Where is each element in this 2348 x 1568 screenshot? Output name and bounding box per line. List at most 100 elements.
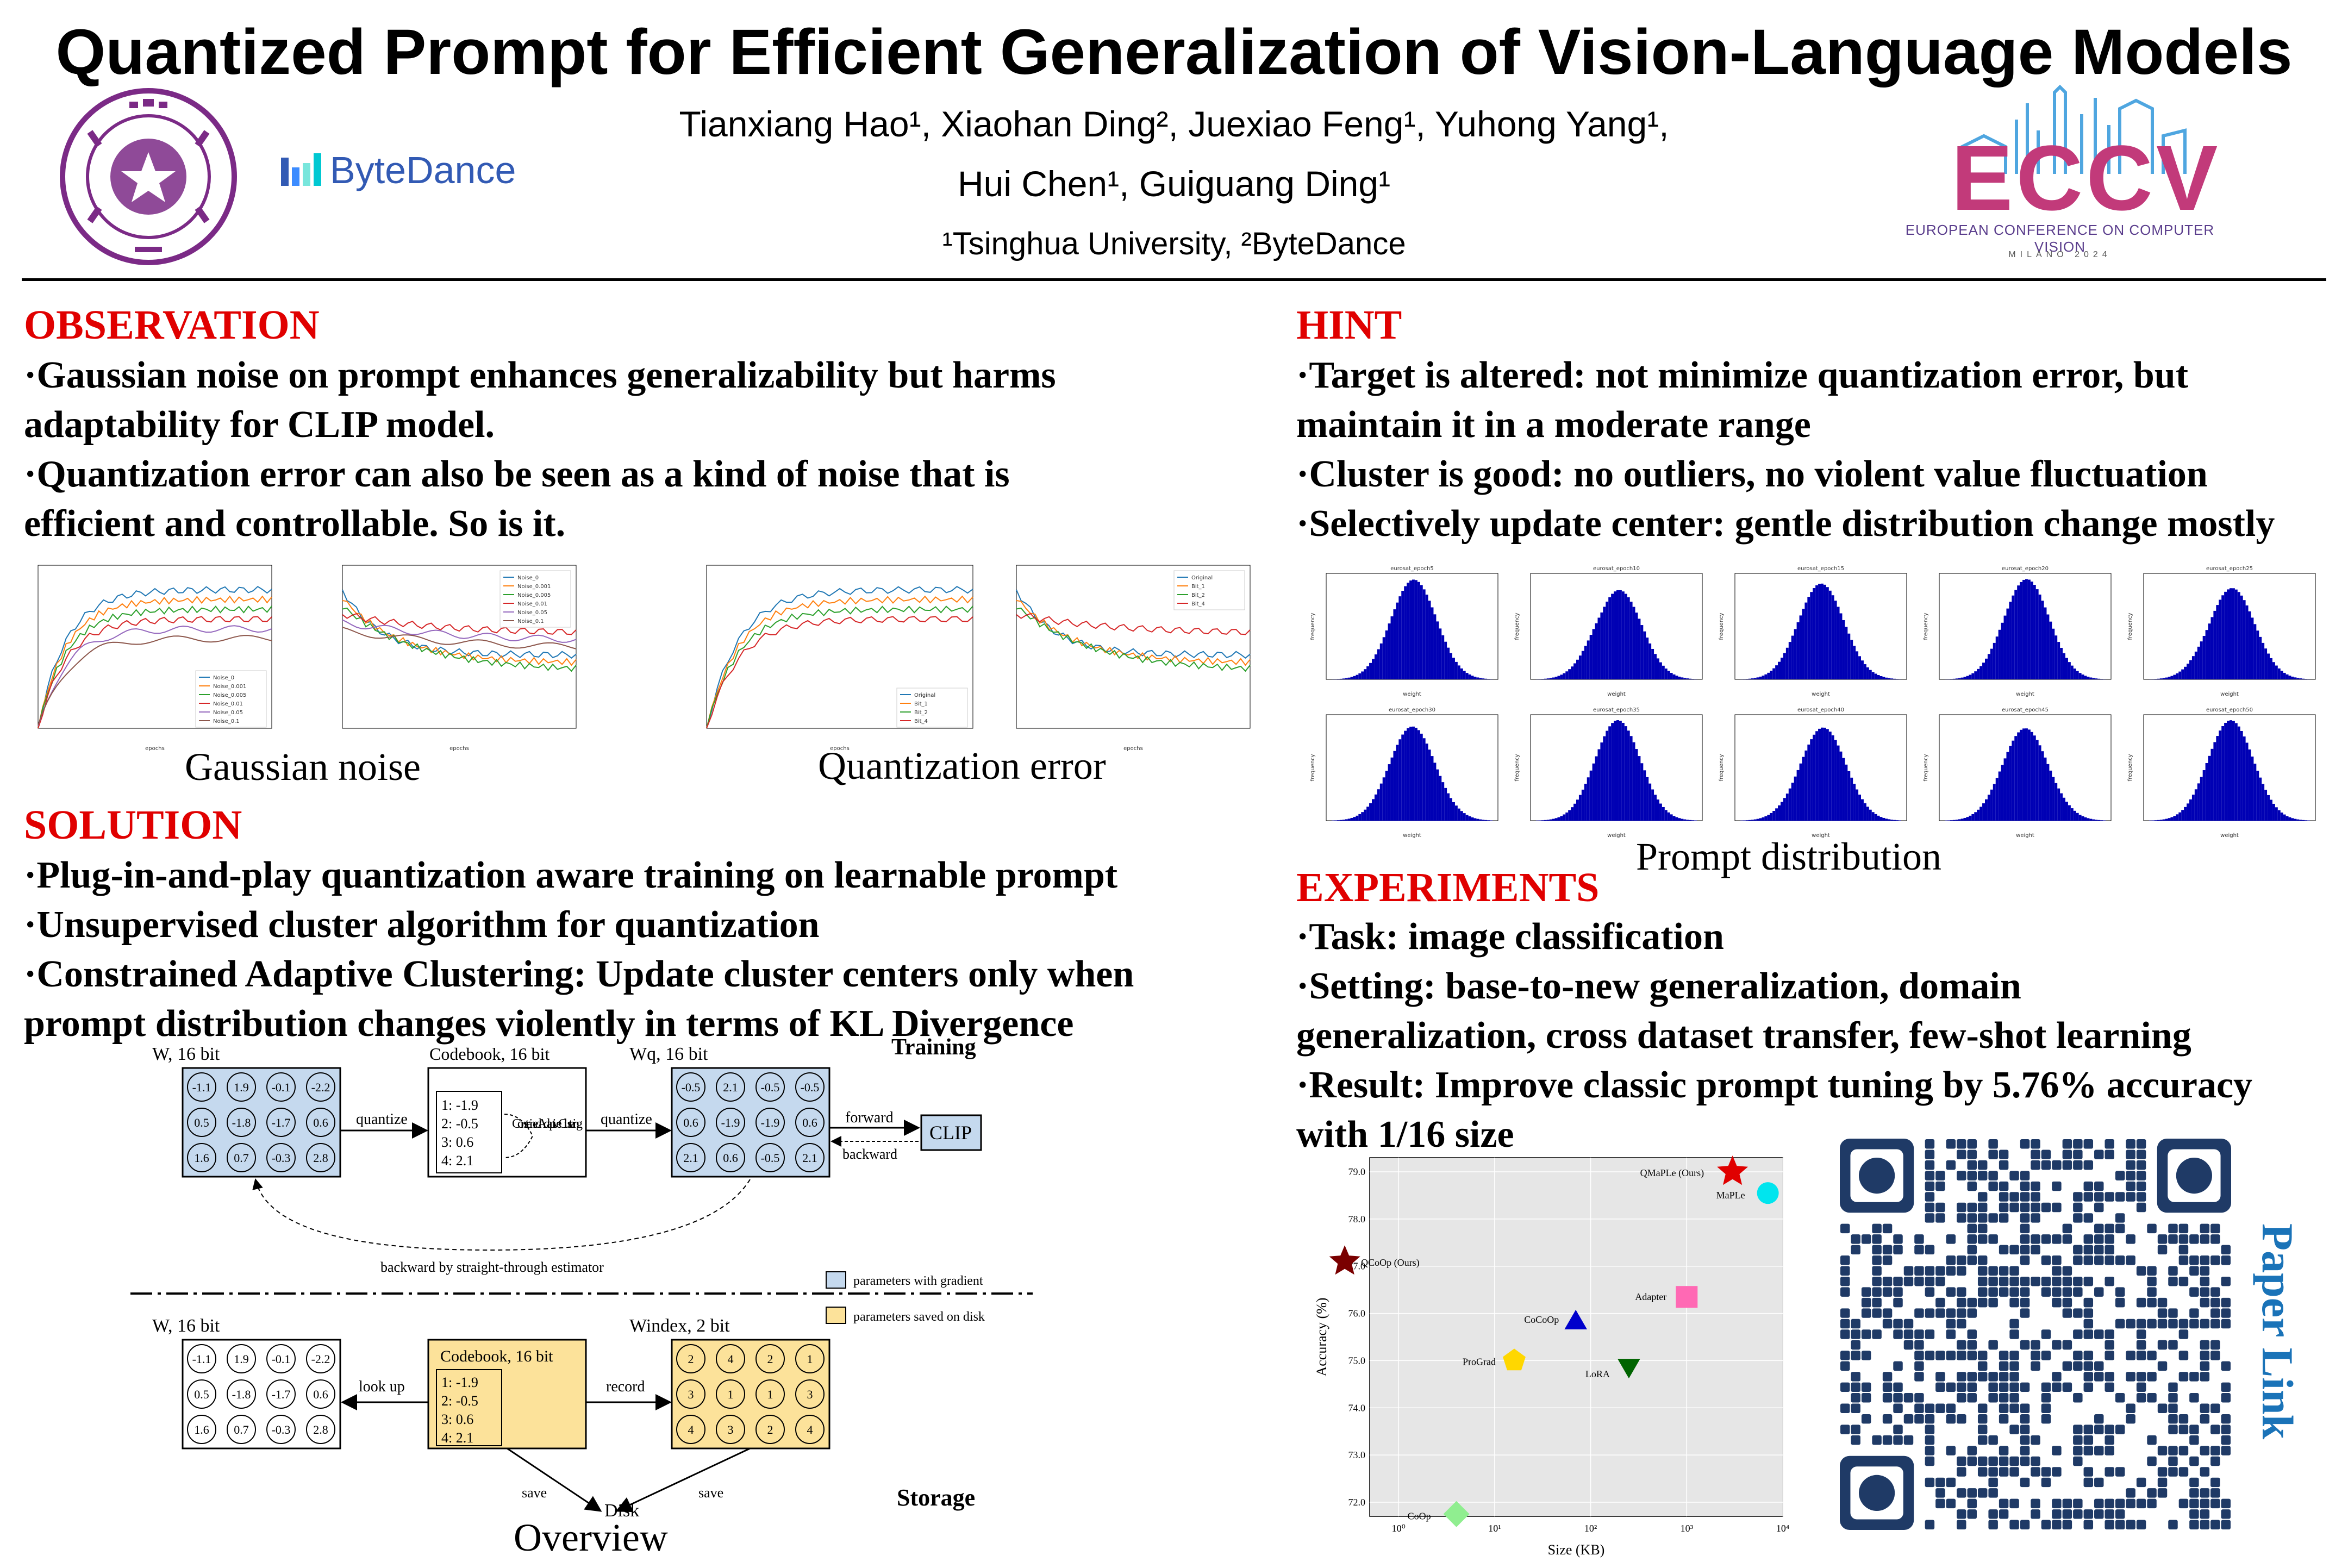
histogram-bar <box>2009 602 2012 679</box>
histogram-bar <box>1388 623 1391 679</box>
histogram-bar <box>1372 799 1375 821</box>
histogram-bar <box>1947 820 1950 821</box>
hint-heading: HINT <box>1296 302 1402 349</box>
wq-value: 2.1 <box>723 1080 738 1094</box>
histogram-bar <box>2213 742 2216 821</box>
experiments-line: ·Task: image classification <box>1296 912 2340 961</box>
ste-label: backward by straight-through estimator <box>380 1259 604 1275</box>
histogram-bar <box>2216 605 2219 679</box>
histogram-bar <box>2283 673 2286 679</box>
histogram-title: eurosat_epoch5 <box>1390 566 1434 572</box>
scatter-point-label: CoCoOp <box>1524 1314 1559 1325</box>
histogram-bar <box>2294 677 2296 679</box>
histogram-bar <box>1391 616 1394 679</box>
histogram-bar <box>2203 636 2206 679</box>
histogram-bar <box>2009 746 2012 821</box>
histogram-bar <box>1654 654 1657 679</box>
histogram-bar <box>1840 613 1843 679</box>
histogram-bar <box>1391 758 1394 821</box>
histogram-bar <box>2028 580 2031 679</box>
histogram-bar <box>2074 811 2076 821</box>
w-label: W, 16 bit <box>152 1044 220 1064</box>
histogram-bar <box>2084 676 2087 679</box>
w-storage-value: -2.2 <box>311 1352 330 1366</box>
scatter-point-label: MaPLe <box>1716 1190 1745 1201</box>
histogram-bar <box>1993 643 1996 679</box>
histogram-bar <box>2289 676 2291 679</box>
histogram-bar <box>2017 585 2020 679</box>
histogram-bar <box>1571 807 1573 821</box>
histogram-bar <box>1431 607 1434 679</box>
histogram-bar <box>1751 678 1754 679</box>
histogram-bar <box>1455 805 1458 821</box>
histogram-bar <box>2299 678 2302 679</box>
histogram-bar <box>1821 728 1824 821</box>
histogram-bar <box>1866 667 1869 679</box>
histogram-bar <box>1754 678 1757 679</box>
histogram-bar <box>1804 751 1807 821</box>
x-tick-label: 10⁴ <box>1776 1523 1789 1534</box>
histogram-bar <box>1611 723 1614 821</box>
histogram-bar <box>1633 607 1635 679</box>
histogram-bar <box>1794 629 1797 679</box>
histogram-bar <box>1584 784 1587 821</box>
histogram-bar <box>1673 674 1676 679</box>
histogram-bar <box>1850 640 1853 679</box>
gaussian-noise-caption: Gaussian noise <box>185 745 421 790</box>
histogram-bar <box>1428 749 1431 821</box>
histogram-bar <box>2022 580 2025 679</box>
histogram-ylabel: frequency <box>2127 613 2133 640</box>
histogram-bar <box>1977 669 1979 679</box>
histogram-bar <box>2181 670 2184 679</box>
histogram-bar <box>1380 784 1383 821</box>
histogram-bar <box>2240 596 2243 679</box>
histogram-bar <box>1966 817 1969 821</box>
histogram-bar <box>1858 795 1861 821</box>
histogram-bar <box>2076 671 2079 679</box>
histogram-bar <box>2170 817 2173 821</box>
histogram-bar <box>1420 734 1423 821</box>
histogram-bar <box>2017 732 2020 821</box>
histogram-ylabel: frequency <box>1310 613 1316 640</box>
histogram-xlabel: weight <box>1607 833 1626 839</box>
histogram-ylabel: frequency <box>1514 613 1520 640</box>
paper-link-text[interactable]: Paper Link <box>2252 1223 2303 1439</box>
histogram-bar <box>2176 814 2178 821</box>
bytedance-mark-icon <box>280 151 323 189</box>
histogram-bar <box>1555 677 1558 679</box>
histogram-bar <box>1689 820 1691 821</box>
paper-link-label[interactable]: Paper Link <box>2245 1141 2310 1522</box>
histogram-bar <box>1956 820 1958 821</box>
histogram-bar <box>1366 666 1369 679</box>
histogram-bar <box>2092 820 2095 821</box>
codebook-label-storage: Codebook, 16 bit <box>440 1347 553 1365</box>
histogram-bar <box>1595 757 1598 821</box>
histogram-bar <box>1856 790 1858 821</box>
codebook-entry: 4: 2.1 <box>441 1153 473 1169</box>
histogram-bar <box>2243 736 2246 821</box>
histogram-bar <box>1450 798 1452 821</box>
histogram-bar <box>1999 772 2001 821</box>
histogram-bar <box>1597 617 1600 679</box>
histogram-bar <box>1826 587 1829 679</box>
histogram-bar <box>1662 666 1665 679</box>
histogram-bar <box>2208 756 2211 821</box>
legend-entry: Original <box>1191 575 1213 581</box>
histogram-bar <box>2200 777 2203 821</box>
histogram-bar <box>2272 662 2275 679</box>
histogram-bar <box>1539 820 1541 821</box>
histogram-bar <box>1473 818 1476 821</box>
histogram-bar <box>1694 820 1697 821</box>
histogram-xlabel: weight <box>1403 833 1421 839</box>
bytedance-wordmark: ByteDance <box>330 148 516 192</box>
paper-qr-code[interactable] <box>1840 1139 2231 1530</box>
histogram-bar <box>1800 615 1802 679</box>
histogram-bar <box>1821 584 1824 679</box>
eccv-city: MILANO 2024 <box>1881 250 2239 260</box>
histogram-bar <box>2103 820 2106 821</box>
histogram-bar <box>1426 744 1428 821</box>
histogram-bar <box>1853 784 1856 821</box>
legend-entry: Noise_0.1 <box>517 619 544 624</box>
